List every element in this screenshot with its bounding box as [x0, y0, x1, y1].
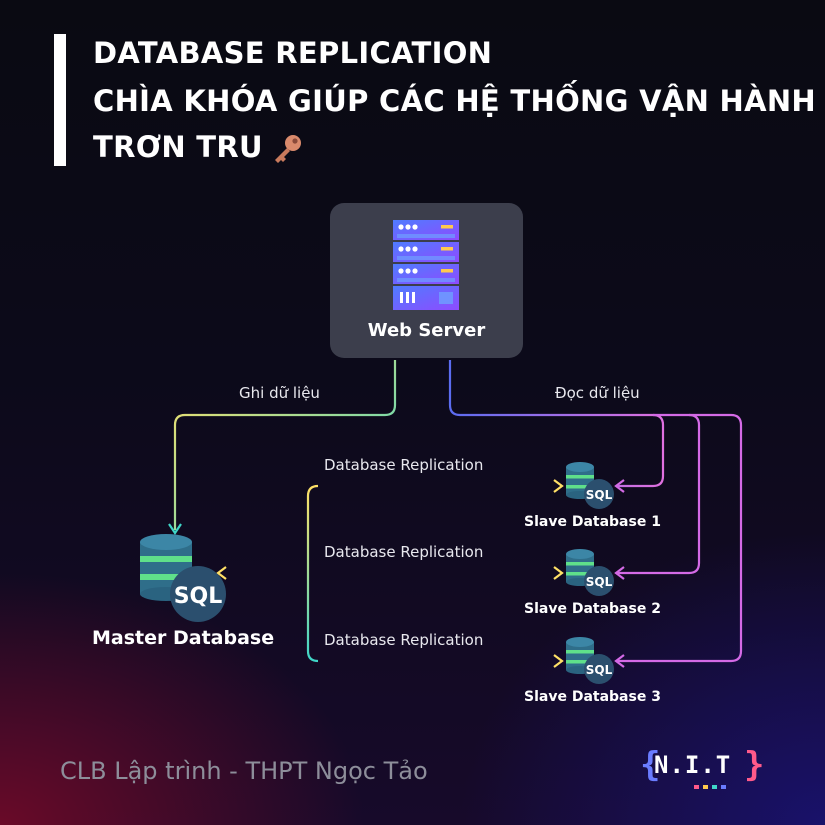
nit-logo: { N.I.T }	[640, 745, 770, 789]
replication-arrowhead-master	[216, 566, 227, 580]
read-arrowhead-2	[614, 566, 625, 580]
replication-arrowhead-2	[553, 566, 564, 580]
slave-db-icon-3: SQL	[566, 637, 614, 684]
replication-label-2: Database Replication	[324, 543, 484, 561]
logo-open-brace: {	[640, 745, 661, 785]
server-rack-icon	[393, 220, 459, 310]
title-line-1: DATABASE REPLICATION	[93, 36, 493, 70]
title-line-3-text: TRƠN TRU	[93, 130, 263, 164]
title-accent-bar	[54, 34, 66, 166]
slave-db-label-1: Slave Database 1	[524, 514, 661, 530]
key-icon	[274, 135, 301, 163]
logo-text: N.I.T	[654, 751, 732, 779]
read-arrowhead-1	[614, 479, 625, 493]
logo-close-brace: }	[744, 745, 765, 785]
title-line-2: CHÌA KHÓA GIÚP CÁC HỆ THỐNG VẬN HÀNH	[93, 84, 816, 118]
web-server-label: Web Server	[367, 320, 486, 341]
slave-db-label-3: Slave Database 3	[524, 689, 661, 705]
write-arrowhead	[168, 523, 182, 535]
slave-1-sql-badge: SQL	[586, 488, 613, 502]
replication-trunk	[306, 484, 319, 663]
master-db-icon: SQL	[140, 534, 226, 622]
slave-db-icon-2: SQL	[566, 549, 614, 596]
replication-label-1: Database Replication	[324, 456, 484, 474]
replication-label-3: Database Replication	[324, 631, 484, 649]
write-wire	[173, 360, 397, 530]
web-server-node: Web Server	[330, 203, 523, 358]
master-db-label: Master Database	[92, 627, 275, 649]
title-line-3: TRƠN TRU	[93, 130, 305, 167]
read-arrowhead-3	[614, 654, 625, 668]
read-wire-3	[618, 413, 743, 663]
master-sql-badge: SQL	[174, 584, 223, 609]
logo-dots	[694, 785, 726, 789]
read-wire-2	[618, 413, 701, 575]
slave-db-label-2: Slave Database 2	[524, 601, 661, 617]
read-edge-label: Đọc dữ liệu	[555, 384, 640, 402]
slave-db-icon-1: SQL	[566, 462, 614, 509]
slave-3-sql-badge: SQL	[586, 663, 613, 677]
write-edge-label: Ghi dữ liệu	[239, 384, 320, 402]
replication-arrowhead-1	[553, 479, 564, 493]
slave-2-sql-badge: SQL	[586, 575, 613, 589]
replication-arrowhead-3	[553, 654, 564, 668]
read-wire-1	[448, 360, 665, 488]
footer-credit: CLB Lập trình - THPT Ngọc Tảo	[60, 757, 428, 785]
